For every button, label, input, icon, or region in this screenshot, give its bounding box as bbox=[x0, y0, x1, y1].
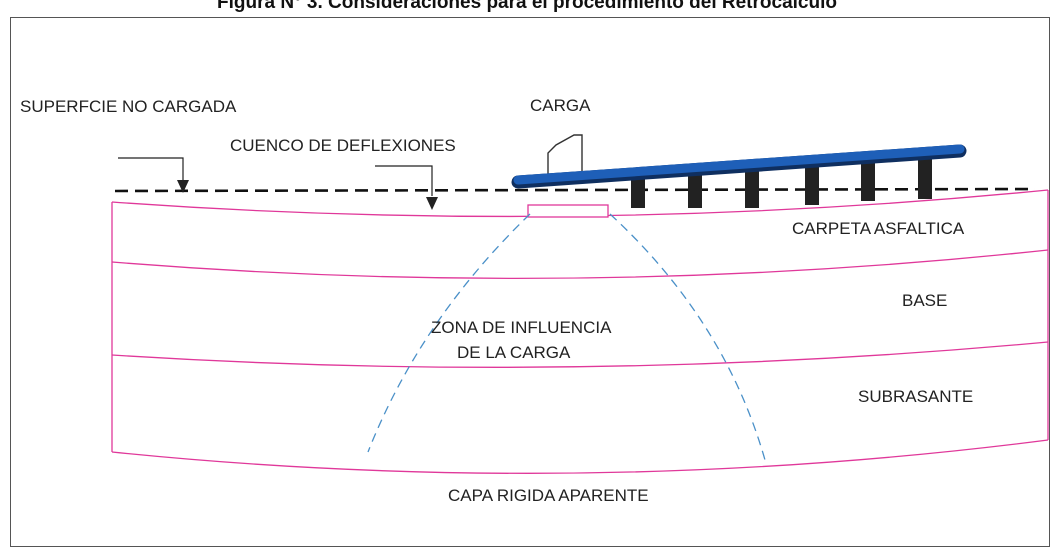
label-rigid-layer: CAPA RIGIDA APARENTE bbox=[448, 486, 649, 505]
label-unloaded-surface: SUPERFCIE NO CARGADA bbox=[20, 97, 237, 116]
sensor-post bbox=[918, 154, 932, 199]
sensor-post bbox=[861, 157, 875, 201]
unloaded-surface-line bbox=[114, 187, 1036, 193]
label-influence-zone-line1: ZONA DE INFLUENCIA bbox=[431, 318, 612, 337]
layer-boundary-rigid bbox=[111, 439, 1049, 474]
load-plate bbox=[527, 204, 609, 218]
sensor-post bbox=[745, 163, 759, 208]
label-deflection-basin: CUENCO DE DEFLEXIONES bbox=[230, 136, 456, 155]
load-stem bbox=[547, 134, 583, 183]
sensor-post bbox=[631, 172, 645, 208]
label-influence-zone-line2: DE LA CARGA bbox=[457, 343, 571, 362]
label-load: CARGA bbox=[530, 96, 591, 115]
label-asphalt-layer: CARPETA ASFALTICA bbox=[792, 219, 965, 238]
arrow-down-icon bbox=[118, 157, 189, 193]
label-base-layer: BASE bbox=[902, 291, 947, 310]
figure-title: Figura N° 3. Consideraciones para el pro… bbox=[217, 0, 837, 13]
layer-boundary-subgrade bbox=[111, 341, 1049, 368]
geophone-sensors bbox=[631, 154, 932, 208]
deflection-beam-face bbox=[513, 144, 965, 185]
sensor-post bbox=[688, 168, 702, 208]
arrow-down-icon bbox=[375, 165, 438, 210]
influence-line-right bbox=[609, 213, 766, 461]
label-subgrade-layer: SUBRASANTE bbox=[858, 387, 973, 406]
layer-boundary-base bbox=[111, 249, 1049, 280]
pavement-deflection-diagram: SUPERFCIE NO CARGADA CUENCO DE DEFLEXION… bbox=[20, 96, 1049, 505]
sensor-post bbox=[805, 160, 819, 205]
